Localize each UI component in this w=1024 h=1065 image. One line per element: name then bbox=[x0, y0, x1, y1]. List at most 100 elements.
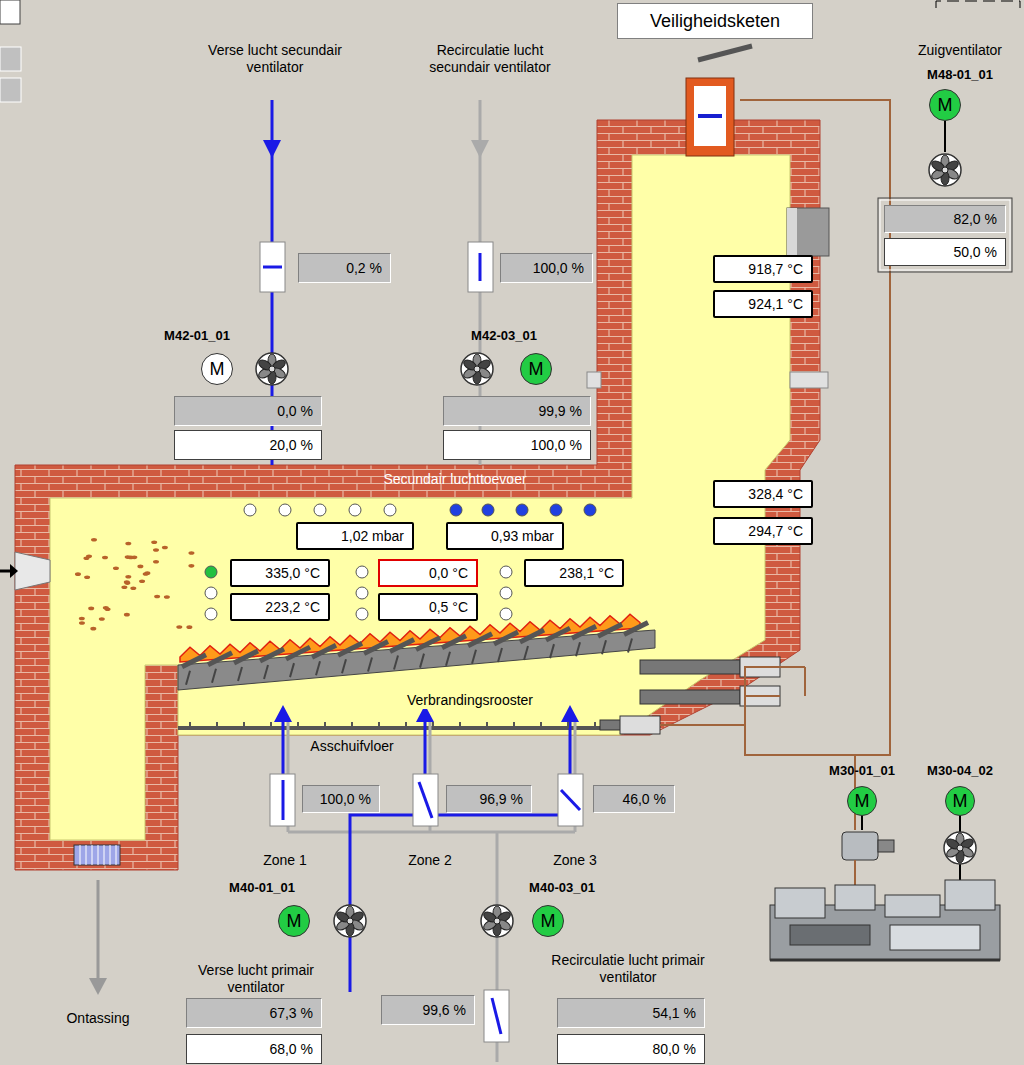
value-display: 99,9 % bbox=[443, 396, 591, 426]
fan-hub bbox=[957, 845, 963, 851]
grate-leg bbox=[394, 656, 398, 670]
floor-tick bbox=[189, 722, 191, 728]
node-text: 80,0 % bbox=[652, 1041, 696, 1057]
grate-leg bbox=[290, 663, 294, 677]
node-text: 20,0 % bbox=[269, 437, 313, 453]
fuel-particle bbox=[121, 585, 127, 589]
fan-hub bbox=[474, 366, 480, 372]
grate-leg bbox=[420, 654, 424, 668]
node-text: 96,9 % bbox=[479, 791, 523, 807]
grate-leg bbox=[602, 640, 606, 654]
air-nozzle bbox=[516, 504, 528, 516]
node-text: 0,93 mbar bbox=[491, 528, 554, 544]
grate-bar bbox=[234, 651, 258, 663]
fuel-particle bbox=[124, 613, 130, 617]
alarm-display: 0,0 °C bbox=[378, 559, 478, 587]
node-text: 99,9 % bbox=[538, 403, 582, 419]
floor-tick bbox=[351, 722, 353, 728]
fuel-particle bbox=[125, 575, 131, 579]
fuel-particle bbox=[128, 556, 134, 560]
floor-tick bbox=[594, 722, 596, 728]
measurement-display: 1,02 mbar bbox=[296, 522, 414, 550]
air-nozzle bbox=[314, 504, 326, 516]
node-text: 294,7 °C bbox=[748, 523, 803, 539]
value-display: 99,6 % bbox=[381, 995, 475, 1025]
fuel-particle bbox=[102, 556, 108, 560]
air-nozzle bbox=[584, 504, 596, 516]
value-display: 67,3 % bbox=[186, 998, 322, 1028]
equipment-tag: M42-03_01 bbox=[454, 328, 554, 344]
fuel-particle bbox=[84, 575, 90, 579]
fuel-particle bbox=[79, 621, 85, 625]
grate-leg bbox=[212, 669, 216, 683]
floor-tick bbox=[486, 722, 488, 728]
air-nozzle bbox=[482, 504, 494, 516]
sensor-dot bbox=[500, 608, 512, 620]
setpoint-display: 50,0 % bbox=[884, 238, 1006, 266]
grate-bar bbox=[520, 630, 544, 642]
grate-bar bbox=[624, 622, 648, 634]
grate-bar bbox=[416, 638, 440, 650]
fan-symbol bbox=[481, 905, 513, 937]
node-text: 82,0 % bbox=[953, 211, 997, 227]
sensor-dot bbox=[356, 566, 368, 578]
value-display: 46,0 % bbox=[593, 785, 675, 813]
value-display: 0,0 % bbox=[174, 396, 322, 426]
grate-leg bbox=[238, 667, 242, 681]
fuel-particle bbox=[103, 606, 109, 610]
sensor-dot bbox=[205, 566, 217, 578]
equipment-tag: M42-01_01 bbox=[147, 328, 247, 344]
measurement-display: 328,4 °C bbox=[713, 480, 813, 508]
grate-bar bbox=[364, 641, 388, 653]
node-text: 67,3 % bbox=[269, 1005, 313, 1021]
motor-symbol: M bbox=[278, 905, 310, 937]
title-box: Veiligheidsketen bbox=[617, 3, 813, 39]
motor-symbol: M bbox=[201, 353, 233, 385]
label: Ontassing bbox=[48, 1010, 148, 1027]
equipment-tag: M40-03_01 bbox=[512, 880, 612, 896]
fuel-particle bbox=[139, 579, 145, 583]
air-nozzle bbox=[450, 504, 462, 516]
node-text: Veiligheidsketen bbox=[650, 11, 780, 32]
air-nozzle bbox=[244, 504, 256, 516]
grate-leg bbox=[316, 661, 320, 675]
measurement-display: 223,2 °C bbox=[230, 593, 330, 621]
measurement-display: 0,93 mbar bbox=[446, 522, 564, 550]
node-text: 100,0 % bbox=[320, 791, 371, 807]
fuel-particle bbox=[154, 595, 160, 599]
grate-bar bbox=[286, 647, 310, 659]
grate-bar bbox=[598, 624, 622, 636]
grate-leg bbox=[498, 648, 502, 662]
sensor-dot bbox=[500, 566, 512, 578]
node-text: M bbox=[953, 791, 968, 812]
sensor-dot bbox=[205, 587, 217, 599]
motor-symbol: M bbox=[929, 89, 961, 121]
fuel-particle bbox=[153, 560, 159, 564]
fuel-particle bbox=[164, 595, 170, 599]
value-display: 100,0 % bbox=[500, 253, 593, 283]
equipment-tag: M48-01_01 bbox=[905, 67, 1015, 83]
node-text: 924,1 °C bbox=[748, 296, 803, 312]
label: Zuigventilator bbox=[905, 42, 1015, 59]
grate-leg bbox=[524, 646, 528, 660]
equipment-tag: M30-01_01 bbox=[812, 763, 912, 779]
setpoint-display: 68,0 % bbox=[186, 1034, 322, 1064]
fuel-particle bbox=[151, 540, 157, 544]
equipment-tag: M40-01_01 bbox=[212, 880, 312, 896]
sensor-dot bbox=[356, 608, 368, 620]
fan-symbol bbox=[334, 905, 366, 937]
floor-tick bbox=[540, 722, 542, 728]
measurement-display: 238,1 °C bbox=[524, 559, 624, 587]
grate-bar bbox=[208, 653, 232, 665]
setpoint-display: 20,0 % bbox=[174, 430, 322, 460]
fuel-particle bbox=[176, 625, 182, 629]
fan-hub bbox=[494, 918, 500, 924]
fuel-particle bbox=[144, 571, 150, 575]
grate-leg bbox=[550, 644, 554, 658]
fuel-particle bbox=[86, 554, 92, 558]
grate-bar bbox=[312, 645, 336, 657]
value-display: 0,2 % bbox=[298, 253, 391, 283]
node-text: 100,0 % bbox=[531, 437, 582, 453]
value-display: 54,1 % bbox=[557, 998, 705, 1028]
